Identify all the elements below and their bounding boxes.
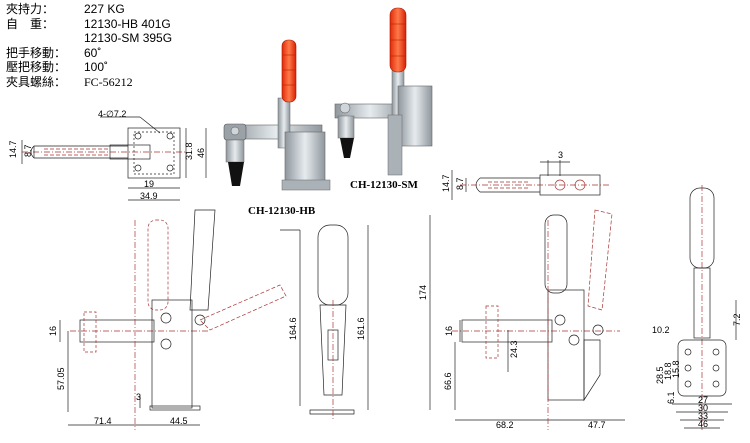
spec-label: 壓把移動： [6, 60, 67, 75]
dim-height-16: 16 [48, 326, 58, 336]
elevation-hb [59, 209, 369, 430]
product-photo-sm [334, 7, 433, 176]
spec-label: 把手移動： [6, 45, 67, 60]
dim-height-1616: 161.6 [356, 317, 366, 340]
spec-row-weight: 自 重： 12130-HB 401G [6, 17, 172, 32]
dim-height-188: 18.8 [663, 362, 673, 380]
spec-label: 夾持力： [6, 2, 55, 16]
spec-row-clamp-force: 夾持力： 227 KG [6, 2, 172, 17]
dim-height-16-sm: 16 [444, 326, 454, 336]
dim-hole-size: 4-∅7.2 [98, 109, 126, 119]
spec-value: 60˚ [84, 45, 102, 60]
dim-height-87: 8.7 [23, 144, 33, 157]
dim-width-477: 47.7 [588, 420, 606, 430]
spec-value: 100˚ [84, 60, 109, 75]
dim-height-147: 14.7 [8, 140, 18, 158]
spec-label: 夾具螺絲： [6, 74, 67, 89]
dim-height-46: 46 [196, 148, 206, 158]
spec-value: 12130-SM 395G [84, 31, 173, 46]
dim-height-285: 28.5 [655, 366, 665, 384]
dim-height-87-sm: 8.7 [455, 177, 465, 190]
dim-width-349: 34.9 [140, 191, 158, 201]
dim-width-33: 33 [698, 411, 708, 421]
spec-label: 自 重： [6, 16, 55, 31]
dim-height-174: 174 [418, 285, 428, 300]
model-label-sm: CH-12130-SM [350, 179, 418, 191]
dim-height-1646: 164.6 [288, 317, 298, 340]
spec-row-handle-travel: 把手移動： 60˚ [6, 46, 172, 61]
dim-height-5705: 57.05 [56, 367, 66, 390]
dim-height-61: 6.1 [666, 391, 676, 404]
spec-row-spindle: 夾具螺絲： FC-56212 [6, 75, 172, 90]
plan-view-sm [451, 160, 610, 200]
dim-height-666: 66.6 [443, 372, 453, 390]
dim-width-445: 44.5 [170, 416, 188, 426]
dim-width-27: 27 [698, 395, 708, 405]
dim-width-30: 30 [698, 403, 708, 413]
dim-height-318: 31.8 [184, 142, 194, 160]
dim-height-147-sm: 14.7 [441, 174, 451, 192]
spec-row-bar-travel: 壓把移動： 100˚ [6, 60, 172, 75]
spec-value: 227 KG [84, 2, 125, 16]
spec-value: 12130-HB 401G [84, 16, 171, 31]
dim-width-682: 68.2 [496, 420, 514, 430]
dim-width-3: 3 [558, 150, 563, 160]
dim-height-72: 7.2 [732, 313, 742, 326]
dim-width-46: 46 [698, 419, 708, 429]
dim-height-158: 15.8 [671, 360, 681, 378]
dim-height-243: 24.3 [509, 340, 519, 358]
dim-height-102: 10.2 [652, 325, 670, 335]
spec-value: FC-56212 [84, 74, 133, 89]
dim-height-3: 3 [136, 392, 141, 402]
spec-row-weight-sm: 12130-SM 395G [6, 31, 172, 46]
model-label-hb: CH-12130-HB [248, 205, 316, 217]
dim-width-19: 19 [144, 179, 154, 189]
dim-width-714: 71.4 [94, 416, 112, 426]
plan-view-hb [21, 116, 207, 201]
elevation-sm [429, 185, 737, 430]
spec-block: 夾持力： 227 KG 自 重： 12130-HB 401G 12130-SM … [6, 2, 172, 90]
product-photo-hb [223, 39, 331, 191]
